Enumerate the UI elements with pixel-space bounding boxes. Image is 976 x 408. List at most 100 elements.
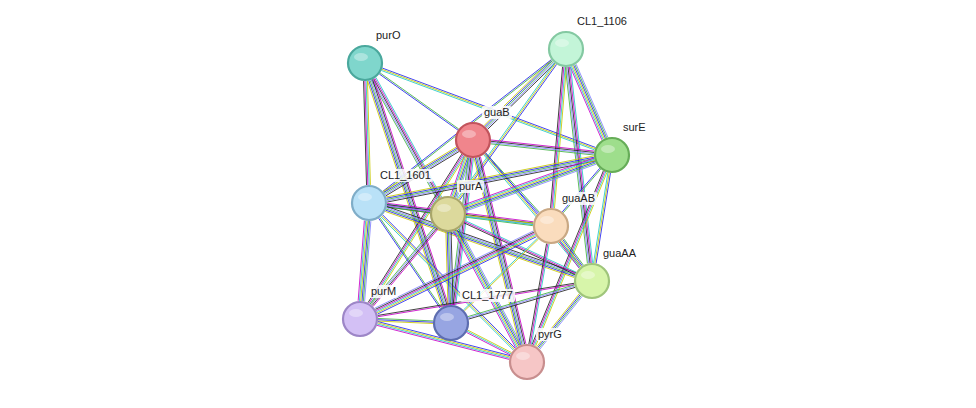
protein-node: CL1_1106 bbox=[548, 31, 584, 67]
node-disc bbox=[352, 186, 386, 220]
node-highlight bbox=[349, 309, 363, 317]
evidence-line bbox=[560, 242, 579, 268]
interaction-edge bbox=[371, 78, 441, 200]
interaction-edge bbox=[537, 294, 583, 349]
protein-label: surE bbox=[621, 121, 648, 134]
protein-node: guaAB bbox=[533, 208, 569, 244]
evidence-line bbox=[466, 164, 596, 211]
protein-node: guaAA bbox=[574, 263, 610, 299]
evidence-line bbox=[574, 65, 606, 138]
evidence-line bbox=[491, 144, 594, 155]
evidence-line bbox=[378, 321, 433, 323]
node-circle bbox=[533, 208, 569, 244]
node-circle bbox=[430, 196, 466, 232]
interaction-edge bbox=[368, 154, 465, 305]
node-highlight bbox=[354, 53, 368, 61]
node-disc bbox=[549, 32, 583, 66]
evidence-line bbox=[576, 64, 608, 137]
protein-label: CL1_1777 bbox=[460, 289, 515, 302]
evidence-line bbox=[376, 234, 535, 311]
node-disc bbox=[510, 345, 544, 379]
evidence-line bbox=[359, 221, 365, 301]
protein-label: guaAA bbox=[601, 247, 638, 260]
node-highlight bbox=[516, 352, 530, 360]
protein-label: guaB bbox=[482, 106, 512, 119]
node-highlight bbox=[440, 313, 454, 321]
node-highlight bbox=[555, 39, 569, 47]
evidence-line bbox=[374, 79, 440, 198]
evidence-line bbox=[466, 332, 510, 355]
evidence-line bbox=[537, 294, 579, 347]
evidence-line bbox=[378, 285, 574, 317]
protein-node: purM bbox=[342, 301, 378, 337]
evidence-line bbox=[379, 74, 458, 130]
node-circle bbox=[342, 301, 378, 337]
protein-node: purO bbox=[347, 45, 383, 81]
evidence-line bbox=[466, 215, 533, 223]
protein-label: purO bbox=[374, 29, 402, 42]
node-circle bbox=[509, 344, 545, 380]
protein-node: purA bbox=[430, 196, 466, 232]
protein-label: purA bbox=[457, 180, 484, 193]
evidence-line bbox=[540, 296, 582, 349]
node-highlight bbox=[437, 204, 451, 212]
evidence-line bbox=[358, 221, 364, 301]
evidence-line bbox=[553, 67, 565, 208]
node-disc bbox=[595, 138, 629, 172]
node-disc bbox=[534, 209, 568, 243]
node-circle bbox=[548, 31, 584, 67]
evidence-line bbox=[561, 241, 580, 267]
node-circle bbox=[594, 137, 630, 173]
node-disc bbox=[575, 264, 609, 298]
evidence-line bbox=[364, 81, 367, 185]
node-circle bbox=[351, 185, 387, 221]
interaction-edge bbox=[378, 318, 433, 323]
evidence-line bbox=[466, 217, 533, 225]
protein-label: pyrG bbox=[536, 328, 564, 341]
node-highlight bbox=[358, 193, 372, 201]
evidence-line bbox=[386, 209, 575, 275]
node-highlight bbox=[540, 216, 554, 224]
interaction-edge bbox=[364, 81, 371, 185]
node-disc bbox=[456, 123, 490, 157]
node-circle bbox=[574, 263, 610, 299]
protein-node: surE bbox=[594, 137, 630, 173]
node-highlight bbox=[601, 145, 615, 153]
node-disc bbox=[434, 306, 468, 340]
evidence-line bbox=[371, 80, 437, 199]
node-circle bbox=[433, 305, 469, 341]
node-disc bbox=[343, 302, 377, 336]
protein-node: pyrG bbox=[509, 344, 545, 380]
evidence-line bbox=[375, 231, 534, 308]
protein-label: CL1_1106 bbox=[575, 15, 629, 28]
evidence-line bbox=[378, 283, 574, 315]
evidence-line bbox=[491, 141, 594, 152]
evidence-line bbox=[446, 232, 448, 305]
node-circle bbox=[455, 122, 491, 158]
protein-node: CL1_1601 bbox=[351, 185, 387, 221]
interaction-edge bbox=[466, 215, 533, 224]
evidence-line bbox=[562, 240, 581, 266]
node-circle bbox=[347, 45, 383, 81]
node-disc bbox=[348, 46, 382, 80]
evidence-line bbox=[468, 330, 512, 353]
evidence-line bbox=[562, 168, 600, 212]
protein-node: guaB bbox=[455, 122, 491, 158]
evidence-line bbox=[387, 206, 576, 272]
node-disc bbox=[431, 197, 465, 231]
evidence-line bbox=[373, 79, 439, 198]
evidence-line bbox=[371, 156, 465, 305]
evidence-line bbox=[377, 236, 536, 313]
evidence-line bbox=[375, 78, 441, 197]
node-highlight bbox=[581, 271, 595, 279]
protein-label: purM bbox=[369, 285, 398, 298]
evidence-line bbox=[552, 67, 564, 208]
interaction-edge bbox=[551, 67, 567, 208]
evidence-line bbox=[551, 67, 563, 208]
evidence-line bbox=[376, 233, 535, 310]
protein-label: guaAB bbox=[560, 192, 597, 205]
evidence-line bbox=[467, 331, 511, 354]
interaction-edge bbox=[446, 232, 453, 305]
